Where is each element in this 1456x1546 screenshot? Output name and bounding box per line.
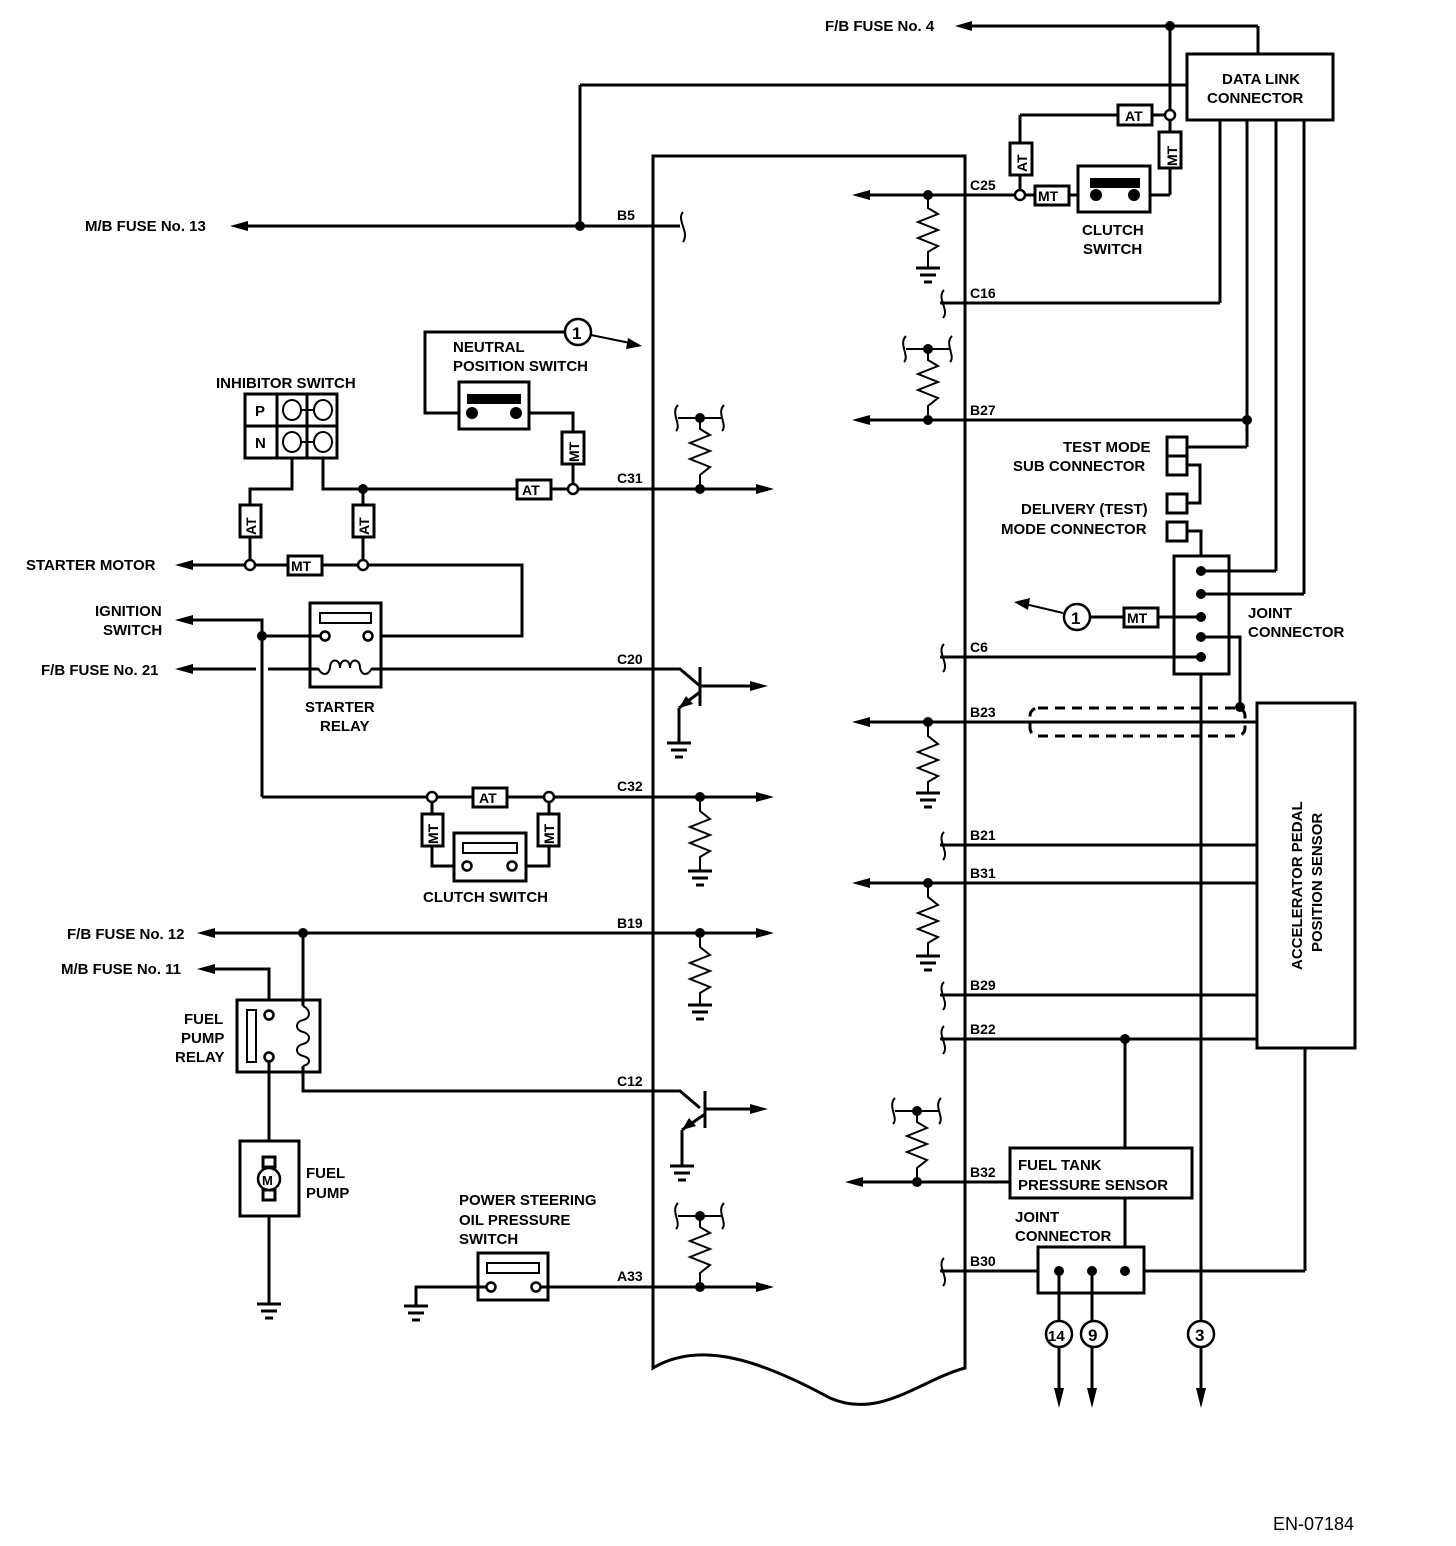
figure-id: EN-07184 (1273, 1514, 1354, 1534)
pin-c20: C20 (617, 651, 643, 667)
ignition-switch-label-1: IGNITION (95, 603, 162, 620)
mt-tag-top-vertical: MT (1164, 145, 1180, 166)
joint-lower-label-1: JOINT (1015, 1209, 1059, 1226)
fb-fuse-12-label: F/B FUSE No. 12 (67, 926, 185, 943)
at-tag-top: AT (1125, 108, 1143, 124)
clutch-switch-top-label-1: CLUTCH (1082, 222, 1144, 239)
mt-tag-ref1: MT (1127, 610, 1148, 626)
ref-9: 9 (1088, 1326, 1097, 1345)
delivery-mode-label-1: DELIVERY (TEST) (1021, 501, 1148, 518)
pin-b19: B19 (617, 915, 643, 931)
joint-lower-label-2: CONNECTOR (1015, 1228, 1112, 1245)
inhibitor-n: N (255, 435, 266, 452)
pin-c25: C25 (970, 177, 996, 193)
at-tag-top-vertical: AT (1014, 154, 1030, 172)
pin-c32: C32 (617, 778, 643, 794)
pin-b32: B32 (970, 1164, 996, 1180)
fuel-pump-relay-label-1: FUEL (184, 1011, 223, 1028)
mt-tag-neutral: MT (566, 441, 582, 462)
inhibitor-switch-label: INHIBITOR SWITCH (216, 375, 356, 392)
clutch-switch-top-label-2: SWITCH (1083, 241, 1142, 258)
test-mode-label-1: TEST MODE (1063, 439, 1151, 456)
app-sensor-label-1: ACCELERATOR PEDAL (1289, 801, 1306, 970)
fuel-pump-relay-label-3: RELAY (175, 1049, 224, 1066)
transistor-c20 (665, 667, 768, 759)
clutch-switch-bottom-label: CLUTCH SWITCH (423, 889, 548, 906)
pin-c16: C16 (970, 285, 996, 301)
ref-1-left: 1 (572, 324, 581, 343)
mt-tag-c25: MT (1038, 188, 1059, 204)
ps-switch-label-3: SWITCH (459, 1231, 518, 1248)
mb-fuse-11-label: M/B FUSE No. 11 (61, 961, 181, 978)
fuel-tank-pressure-sensor (1008, 1146, 1194, 1200)
pin-c6: C6 (970, 639, 988, 655)
joint-upper-label-2: CONNECTOR (1248, 624, 1345, 641)
data-link-connector (1185, 52, 1335, 122)
at-tag-left-2: AT (356, 517, 372, 535)
ref-3: 3 (1195, 1326, 1204, 1345)
starter-relay-label-2: RELAY (320, 718, 369, 735)
ps-switch-label-1: POWER STEERING (459, 1192, 597, 1209)
ecm-outline (651, 154, 967, 1406)
accelerator-pedal-position-sensor (1255, 701, 1357, 1050)
pin-b23: B23 (970, 704, 996, 720)
at-tag-c32: AT (479, 790, 497, 806)
ignition-switch-label-2: SWITCH (103, 622, 162, 639)
neutral-switch-label-2: POSITION SWITCH (453, 358, 588, 375)
fb-fuse-4-circuit (955, 21, 1260, 197)
data-link-label-2: CONNECTOR (1207, 90, 1304, 107)
pin-b31: B31 (970, 865, 996, 881)
at-tag-c31: AT (522, 482, 540, 498)
starter-relay-label-1: STARTER (305, 699, 375, 716)
fuel-tank-label-2: PRESSURE SENSOR (1018, 1177, 1168, 1194)
starter-motor-label: STARTER MOTOR (26, 557, 156, 574)
app-sensor-label-2: POSITION SENSOR (1309, 813, 1326, 952)
pin-b21: B21 (970, 827, 996, 843)
pin-c31: C31 (617, 470, 643, 486)
mb-fuse-13-label: M/B FUSE No. 13 (85, 218, 206, 235)
transistor-c12 (668, 1091, 768, 1182)
inhibitor-switch (243, 392, 339, 460)
data-link-label-1: DATA LINK (1222, 71, 1300, 88)
pin-b30: B30 (970, 1253, 996, 1269)
pin-b5: B5 (617, 207, 635, 223)
fuel-pump-label-1: FUEL (306, 1165, 345, 1182)
delivery-mode-label-2: MODE CONNECTOR (1001, 521, 1147, 538)
fuel-pump-label-2: PUMP (306, 1185, 349, 1202)
clutch-switch-bottom (452, 831, 528, 883)
clutch-switch-top (1076, 164, 1152, 214)
fuel-pump-relay-label-2: PUMP (181, 1030, 224, 1047)
inhibitor-p: P (255, 403, 265, 420)
joint-upper-label-1: JOINT (1248, 605, 1292, 622)
mt-tag-clutch-left: MT (425, 823, 441, 844)
pin-b22: B22 (970, 1021, 996, 1037)
ref-14: 14 (1048, 1328, 1065, 1345)
fb-fuse-4-label: F/B FUSE No. 4 (825, 18, 935, 35)
fuel-tank-label-1: FUEL TANK (1018, 1157, 1102, 1174)
at-tag-left-1: AT (243, 517, 259, 535)
power-steering-oil-pressure-switch (476, 1251, 550, 1302)
fuel-pump-relay (235, 998, 322, 1074)
neutral-switch-label-1: NEUTRAL (453, 339, 525, 356)
mt-tag-clutch-right: MT (541, 823, 557, 844)
motor-symbol: M (262, 1173, 273, 1188)
fb-fuse-21-label: F/B FUSE No. 21 (41, 662, 159, 679)
pin-a33: A33 (617, 1268, 643, 1284)
pin-b29: B29 (970, 977, 996, 993)
neutral-position-switch (457, 380, 531, 431)
test-mode-label-2: SUB CONNECTOR (1013, 458, 1145, 475)
ps-switch-label-2: OIL PRESSURE (459, 1212, 570, 1229)
mt-tag-starter: MT (291, 558, 312, 574)
pin-b27: B27 (970, 402, 996, 418)
ref-1-right: 1 (1071, 609, 1080, 628)
pin-c12: C12 (617, 1073, 643, 1089)
